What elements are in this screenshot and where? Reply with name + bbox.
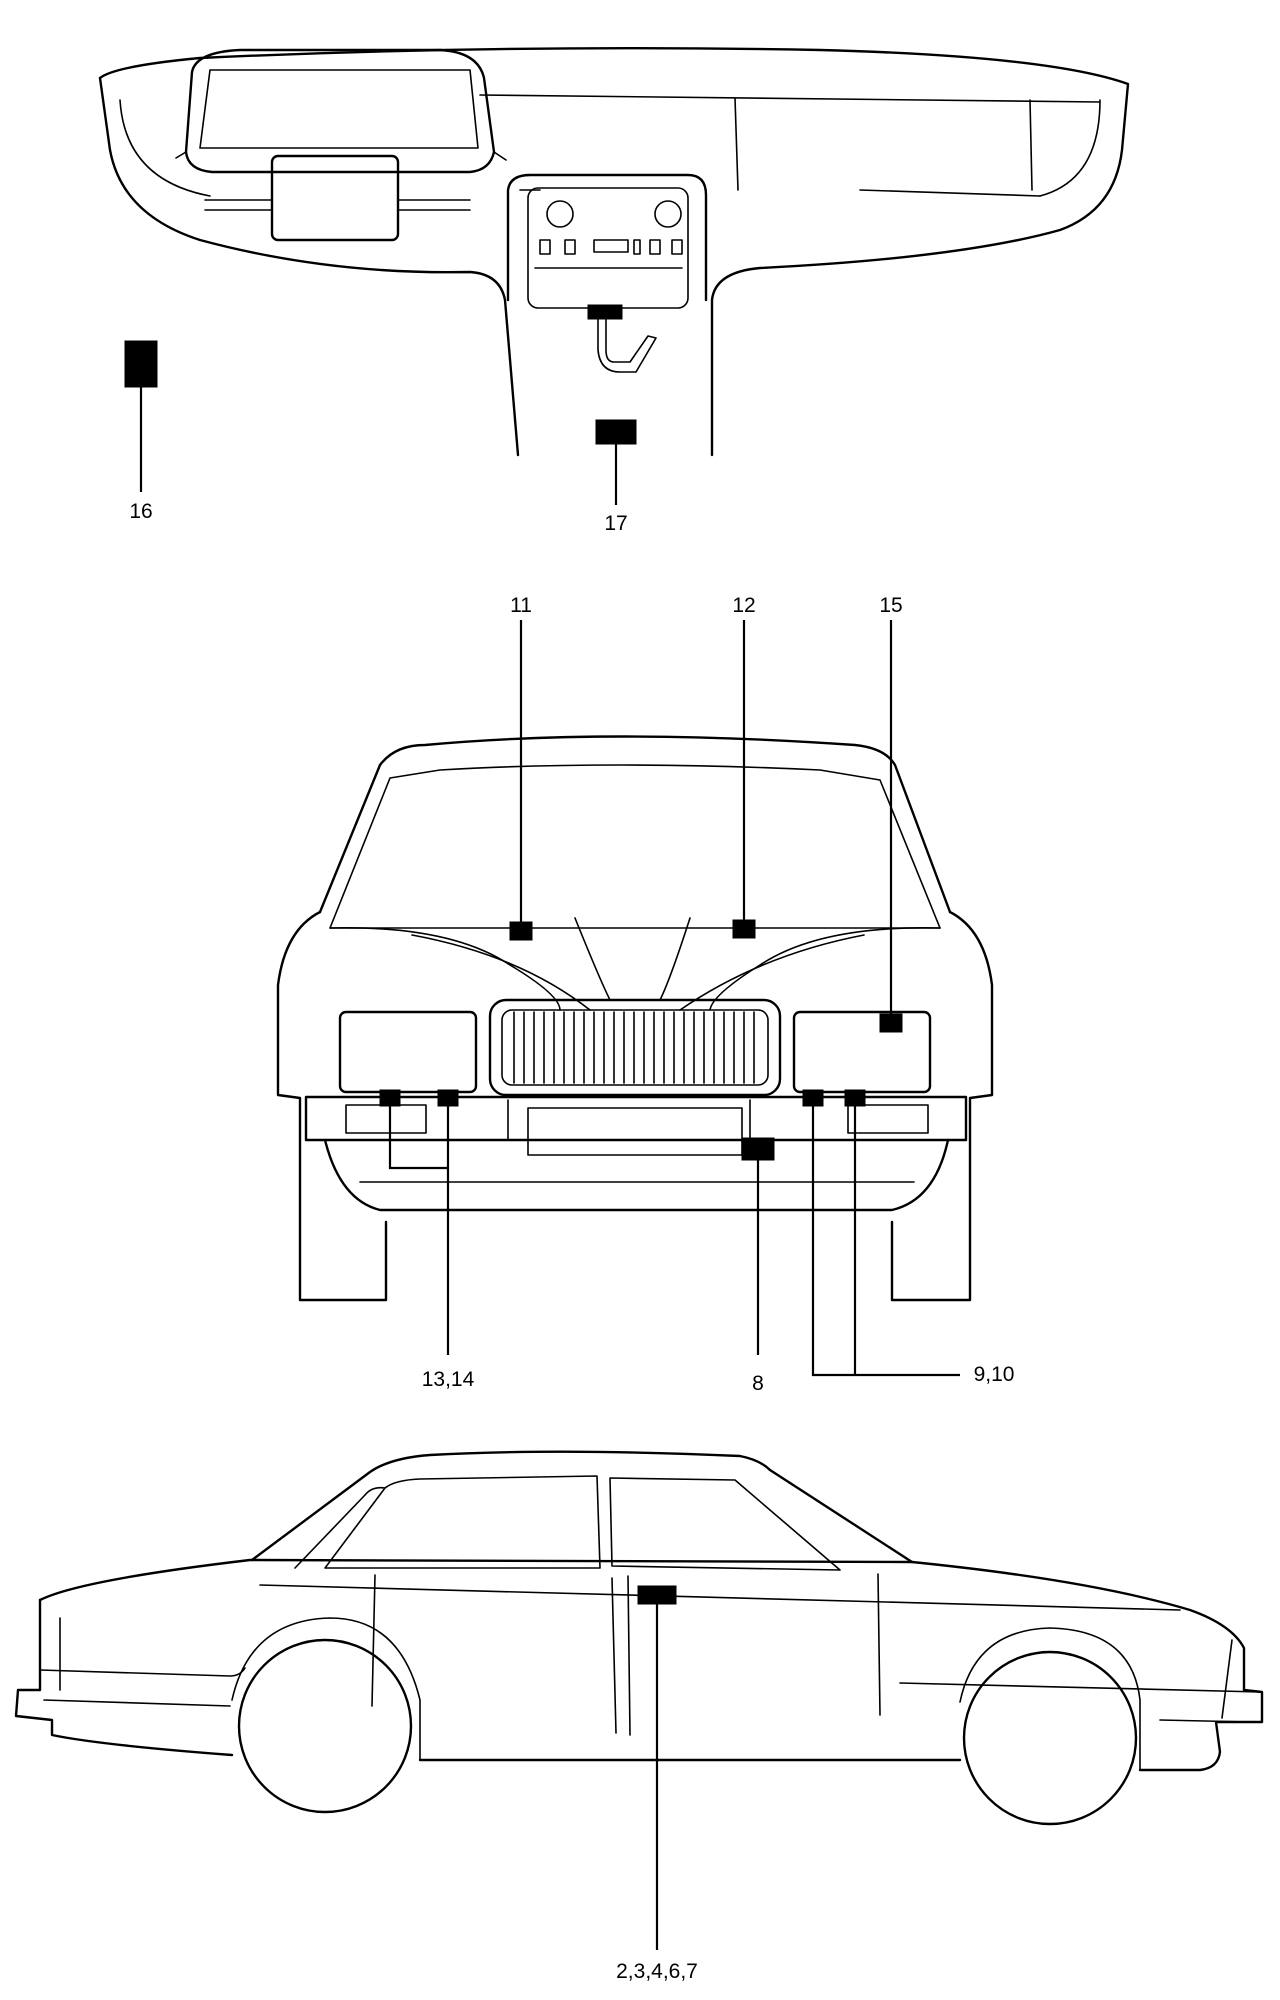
console-marker [587, 304, 623, 320]
component-12-marker [732, 919, 756, 939]
component-13-marker [379, 1089, 401, 1107]
component-9-marker [802, 1089, 824, 1107]
grille-bars [513, 1011, 755, 1084]
component-14-marker [437, 1089, 459, 1107]
dashboard-view: 16 17 [98, 47, 1130, 535]
component-15-marker [879, 1013, 903, 1033]
front-view: 11 12 15 13,14 8 9,10 [276, 594, 1015, 1395]
callout-12: 12 [732, 594, 755, 617]
side-view: 2,3,4,6,7 [14, 1450, 1264, 1983]
callout-16: 16 [129, 500, 152, 523]
callout-13-14: 13,14 [422, 1368, 475, 1391]
callout-17: 17 [604, 512, 627, 535]
component-16-marker [124, 340, 158, 388]
callout-15: 15 [879, 594, 902, 617]
component-8-marker [741, 1137, 775, 1161]
callout-11: 11 [510, 594, 532, 617]
component-10-marker [844, 1089, 866, 1107]
callout-2-3-4-6-7: 2,3,4,6,7 [616, 1960, 698, 1983]
component-17-marker [595, 419, 637, 445]
callout-9-10: 9,10 [974, 1363, 1015, 1386]
component-11-marker [509, 921, 533, 941]
component-2-7-marker [637, 1585, 677, 1605]
callout-8: 8 [752, 1372, 764, 1395]
